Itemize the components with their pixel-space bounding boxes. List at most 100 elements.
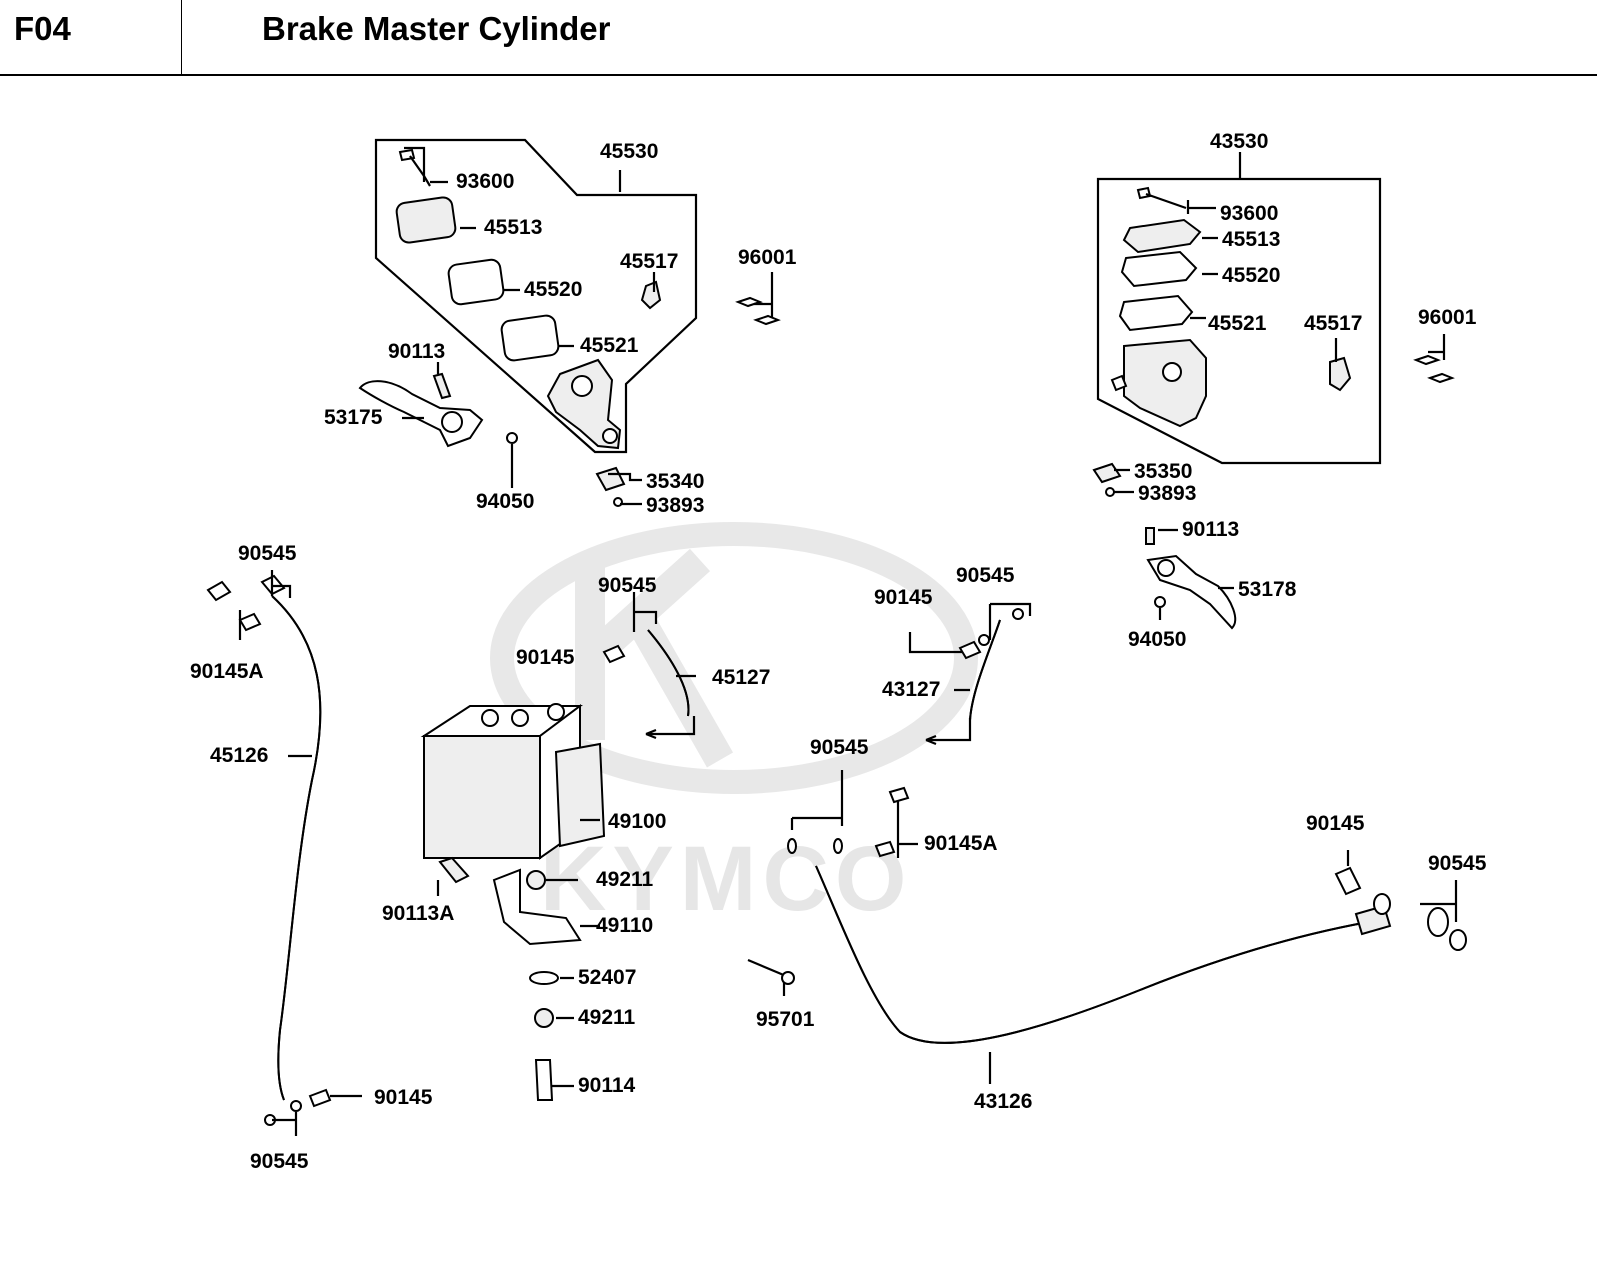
label-93600-right: 93600 <box>1220 202 1278 225</box>
page-title: Brake Master Cylinder <box>262 10 611 47</box>
label-93893-right: 93893 <box>1138 482 1196 505</box>
nut-94050-right <box>1154 596 1166 608</box>
pin-90113-right <box>1145 527 1155 545</box>
switch-35350 <box>1092 462 1122 484</box>
label-90114: 90114 <box>578 1074 636 1097</box>
banjo-bolt-90145-right-mid <box>958 608 1024 660</box>
label-49110: 49110 <box>596 914 653 937</box>
label-45521-right: 45521 <box>1208 312 1267 335</box>
master-cylinder-body-right <box>1110 338 1207 428</box>
label-45517-left: 45517 <box>620 250 678 273</box>
label-90545-abs-left: 90545 <box>598 574 657 597</box>
label-35350: 35350 <box>1134 460 1192 483</box>
label-95701: 95701 <box>756 1008 815 1031</box>
bolts-90145A-left <box>206 580 262 632</box>
diaphragm-45521-left <box>500 314 560 362</box>
kit-outline-45530 <box>374 138 698 454</box>
label-90145-abs-left: 90145 <box>516 646 575 669</box>
section-code-cell: F04 <box>0 0 182 74</box>
label-49211-bottom: 49211 <box>578 1006 636 1029</box>
washer-52407 <box>529 971 559 985</box>
hose-45127 <box>647 629 690 717</box>
bolt-90113A <box>438 856 470 884</box>
label-93600-left: 93600 <box>456 170 514 193</box>
label-93893-left: 93893 <box>646 494 704 517</box>
brand-watermark: KYMCO <box>490 522 978 930</box>
plate-45520-right <box>1120 250 1198 288</box>
master-cylinder-body-left <box>546 358 622 450</box>
washers-90545-rear-front <box>787 838 843 854</box>
label-90545-front-top: 90545 <box>238 542 297 565</box>
abs-unit-49100 <box>420 703 606 860</box>
label-90145-rear: 90145 <box>1306 812 1365 835</box>
label-43530: 43530 <box>1210 130 1268 153</box>
label-45530: 45530 <box>600 140 658 163</box>
label-45513-left: 45513 <box>484 216 542 239</box>
label-45520-right: 45520 <box>1222 264 1280 287</box>
banjo-bolt-90145-rear <box>1334 866 1362 896</box>
part-labels: 45530 93600 45513 45520 45517 45521 9600… <box>190 130 1487 1173</box>
label-90113-left: 90113 <box>388 340 445 363</box>
screw-93893-right <box>1105 487 1115 497</box>
screw-93600-right <box>1136 186 1187 210</box>
clamp-45517-left <box>640 280 662 310</box>
label-90145A-right: 90145A <box>924 832 998 855</box>
label-90145-front-bottom: 90145 <box>374 1086 433 1109</box>
label-90113-right: 90113 <box>1182 518 1239 541</box>
label-45513-right: 45513 <box>1222 228 1280 251</box>
label-45517-right: 45517 <box>1304 312 1362 335</box>
pin-90113-left <box>432 372 452 400</box>
label-96001-right: 96001 <box>1418 306 1477 329</box>
watermark-text: KYMCO <box>540 828 912 930</box>
washers-90545-rear-end <box>1373 893 1467 951</box>
diaphragm-45521-right <box>1118 294 1194 332</box>
collar-90114 <box>534 1059 554 1101</box>
bolts-90145A-right <box>874 786 910 858</box>
cap-45513-left <box>395 196 457 244</box>
nut-94050-left <box>506 432 518 444</box>
plate-45520-left <box>447 258 505 306</box>
label-53175: 53175 <box>324 406 383 429</box>
label-45127: 45127 <box>712 666 770 689</box>
bolts-96001-left <box>735 296 781 326</box>
label-90113A: 90113A <box>382 902 454 925</box>
grommet-49211-top <box>526 870 546 890</box>
banjo-bolt-90145-mid <box>602 644 626 664</box>
label-45520-left: 45520 <box>524 278 582 301</box>
clamp-45517-right <box>1329 356 1352 392</box>
kit-outline-43530 <box>1096 177 1382 465</box>
label-45521-left: 45521 <box>580 334 639 357</box>
label-90545-front-bottom: 90545 <box>250 1150 309 1173</box>
label-53178: 53178 <box>1238 578 1297 601</box>
bolt-95701 <box>747 958 795 985</box>
switch-35340 <box>595 466 626 492</box>
label-90545-rear-end: 90545 <box>1428 852 1487 875</box>
cap-45513-right <box>1122 218 1202 254</box>
label-90545-rear-front: 90545 <box>810 736 869 759</box>
leader-lines <box>238 146 1458 1136</box>
label-43126: 43126 <box>974 1090 1032 1113</box>
label-49100: 49100 <box>608 810 666 833</box>
section-code: F04 <box>14 10 71 47</box>
label-90545-abs-right: 90545 <box>956 564 1015 587</box>
grommet-49211-bottom <box>534 1008 554 1028</box>
label-52407: 52407 <box>578 966 636 989</box>
label-90145A-left: 90145A <box>190 660 264 683</box>
label-45126: 45126 <box>210 744 268 767</box>
brake-lever-53178 <box>1146 554 1237 630</box>
page-header: F04 Brake Master Cylinder <box>0 0 1597 76</box>
label-49211-top: 49211 <box>596 868 654 891</box>
bracket-49110 <box>492 868 582 946</box>
bolts-96001-right <box>1413 354 1455 384</box>
hose-43127 <box>969 619 1001 721</box>
label-35340: 35340 <box>646 470 704 493</box>
brake-lever-53175 <box>358 380 484 448</box>
label-94050-left: 94050 <box>476 490 534 513</box>
label-43127: 43127 <box>882 678 940 701</box>
label-94050-right: 94050 <box>1128 628 1186 651</box>
hose-45126 <box>260 574 322 1101</box>
label-90145-abs-right: 90145 <box>874 586 933 609</box>
label-96001-left: 96001 <box>738 246 797 269</box>
screw-93600-left <box>398 148 431 187</box>
